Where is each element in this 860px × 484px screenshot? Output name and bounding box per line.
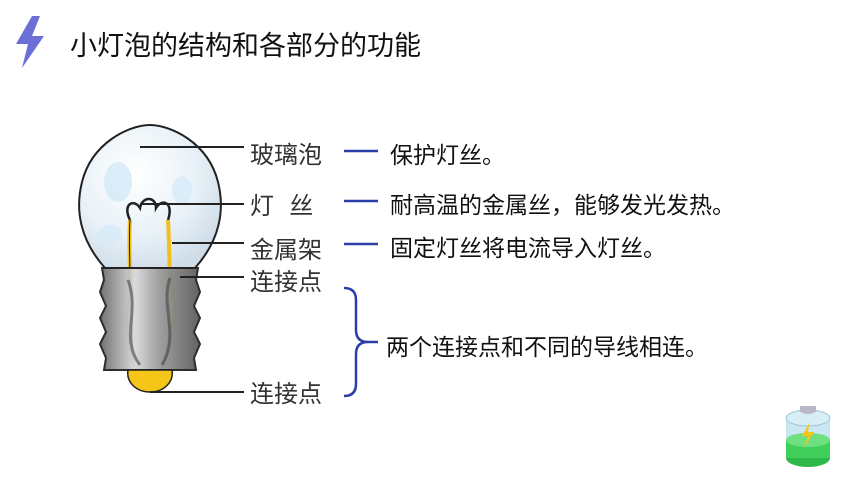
page-title: 小灯泡的结构和各部分的功能 <box>70 31 421 62</box>
bulb-illustration <box>78 123 222 393</box>
lightning-icon <box>16 16 44 68</box>
label-glass-bulb: 玻璃泡 <box>250 141 322 169</box>
label-contact-point-top: 连接点 <box>250 268 322 296</box>
label-metal-frame: 金属架 <box>250 236 322 264</box>
function-glass-bulb: 保护灯丝。 <box>390 143 505 169</box>
function-metal-frame: 固定灯丝将电流导入灯丝。 <box>390 236 666 262</box>
label-contact-point-bottom: 连接点 <box>250 380 322 408</box>
battery-icon <box>785 406 831 467</box>
function-filament: 耐高温的金属丝，能够发光发热。 <box>390 193 735 219</box>
label-filament: 灯 丝 <box>250 192 314 220</box>
connection-note: 两个连接点和不同的导线相连。 <box>386 335 708 361</box>
